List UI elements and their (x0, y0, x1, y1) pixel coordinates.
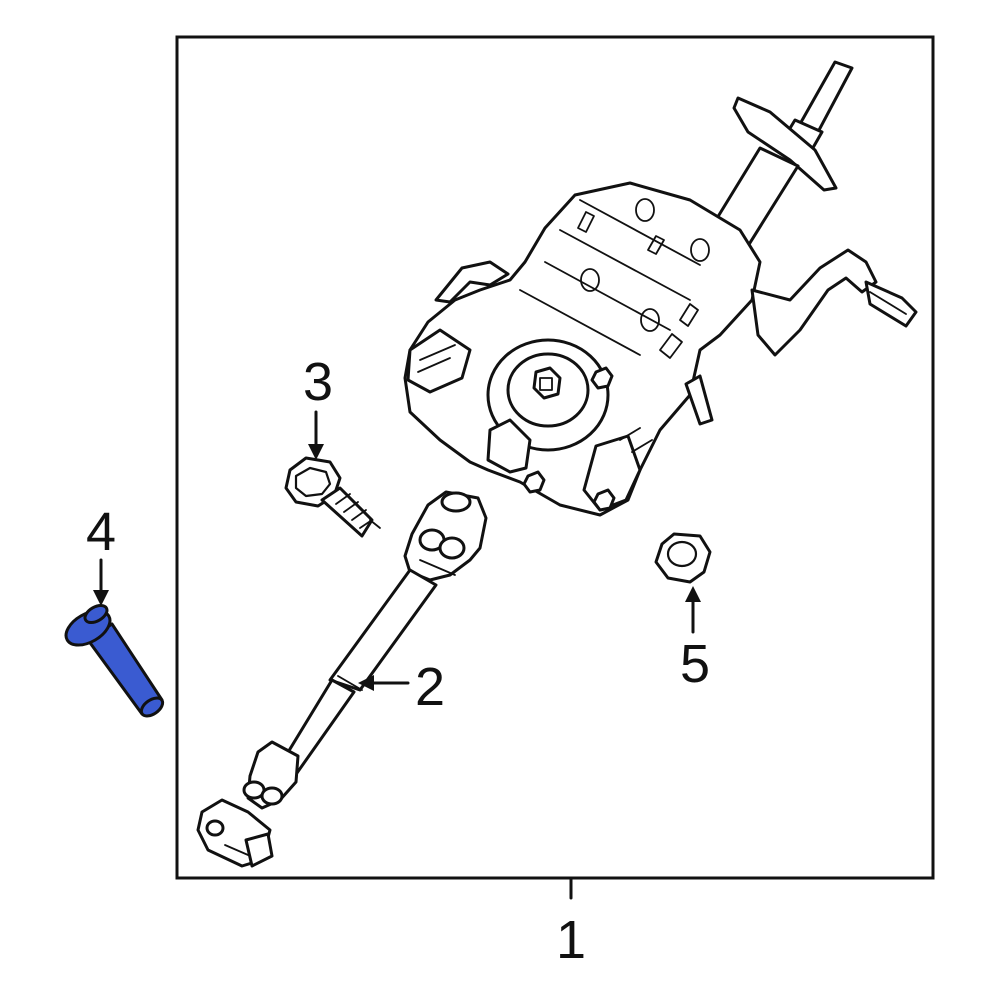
flange-bolt[interactable] (284, 456, 381, 538)
hex-nut[interactable] (654, 532, 712, 584)
callout-5: 5 (680, 634, 710, 694)
bolt-end (139, 696, 165, 718)
callout-arrows (93, 410, 701, 691)
bolt-head-top (83, 603, 109, 625)
callout-1: 1 (556, 910, 586, 970)
highlighted-bolt[interactable] (60, 602, 166, 720)
callout-3: 3 (303, 352, 333, 412)
assembly-frame (175, 35, 935, 880)
callout-2: 2 (415, 657, 445, 717)
steering-column[interactable] (403, 60, 918, 517)
callout-4: 4 (86, 502, 116, 562)
intermediate-shaft[interactable] (196, 490, 488, 868)
